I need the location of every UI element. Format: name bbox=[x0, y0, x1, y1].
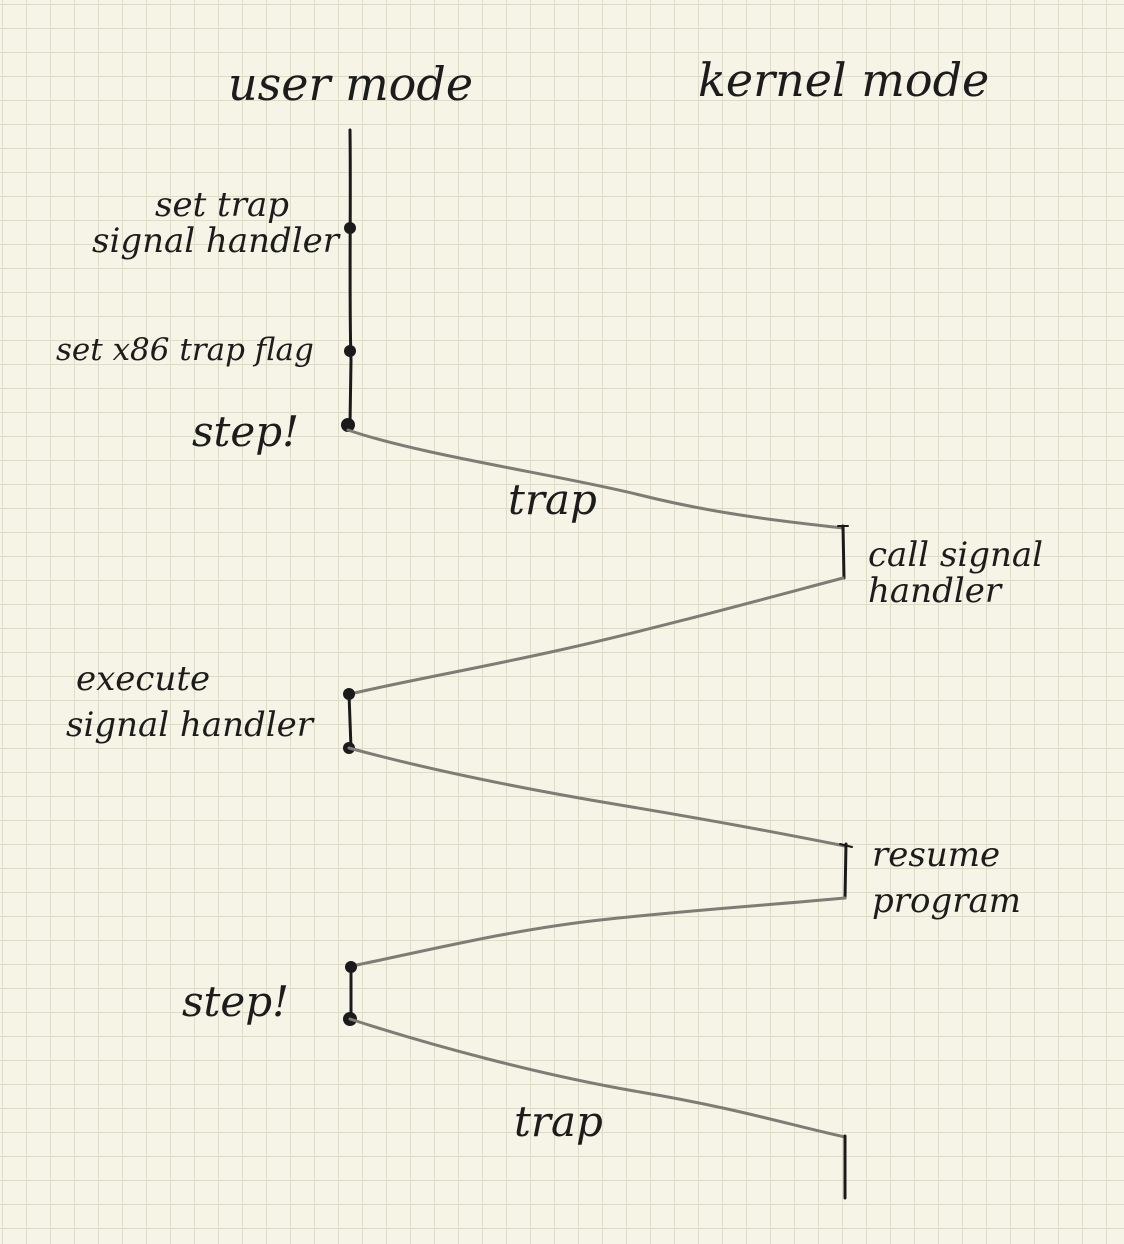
kernel-segment-call-signal-handler bbox=[841, 524, 846, 580]
kernel-segment-resume-tick bbox=[839, 843, 853, 848]
timeline-dot-set-trap-handler bbox=[344, 222, 356, 234]
timeline-dot-step-first bbox=[341, 418, 355, 432]
user-segment-execute-handler bbox=[347, 692, 353, 750]
label-execute-line: execute bbox=[76, 659, 211, 699]
label-execute-signal-handler: execute signal handler bbox=[66, 659, 314, 745]
arrow-to-resume-program bbox=[347, 746, 847, 848]
arrow-to-step-second bbox=[350, 896, 847, 968]
timeline-dot-set-trap-flag bbox=[344, 345, 356, 357]
label-step-second: step! bbox=[182, 977, 290, 1026]
label-handler-line: handler bbox=[868, 570, 1002, 611]
timeline-dot-execute-start bbox=[343, 688, 355, 700]
label-call-signal-handler: call signal handler bbox=[868, 535, 1043, 611]
user-mode-timeline bbox=[348, 128, 353, 427]
label-step-first: step! bbox=[192, 407, 300, 456]
label-signal-handler-line: signal handler bbox=[92, 220, 340, 261]
label-call-signal-line: call signal bbox=[868, 535, 1043, 575]
heading-kernel-mode: kernel mode bbox=[698, 53, 990, 107]
arrow-trap-first bbox=[346, 428, 845, 530]
label-program-line: program bbox=[872, 880, 1022, 921]
kernel-segment-resume-program bbox=[843, 842, 848, 900]
label-set-trap-signal-handler: set trap signal handler bbox=[92, 185, 340, 261]
timeline-dot-step-second-start bbox=[345, 961, 357, 973]
label-trap-first: trap bbox=[508, 475, 597, 524]
label-set-x86-trap-flag: set x86 trap flag bbox=[56, 332, 314, 368]
label-set-trap-line: set trap bbox=[155, 185, 289, 225]
label-resume-program: resume program bbox=[872, 835, 1022, 921]
label-execute-signal-handler-line: signal handler bbox=[66, 704, 314, 745]
label-resume-line: resume bbox=[872, 835, 1001, 875]
heading-user-mode: user mode bbox=[228, 57, 474, 111]
arrow-to-execute-handler bbox=[348, 576, 845, 696]
arrow-trap-second bbox=[348, 1017, 847, 1139]
label-trap-second: trap bbox=[514, 1097, 603, 1146]
